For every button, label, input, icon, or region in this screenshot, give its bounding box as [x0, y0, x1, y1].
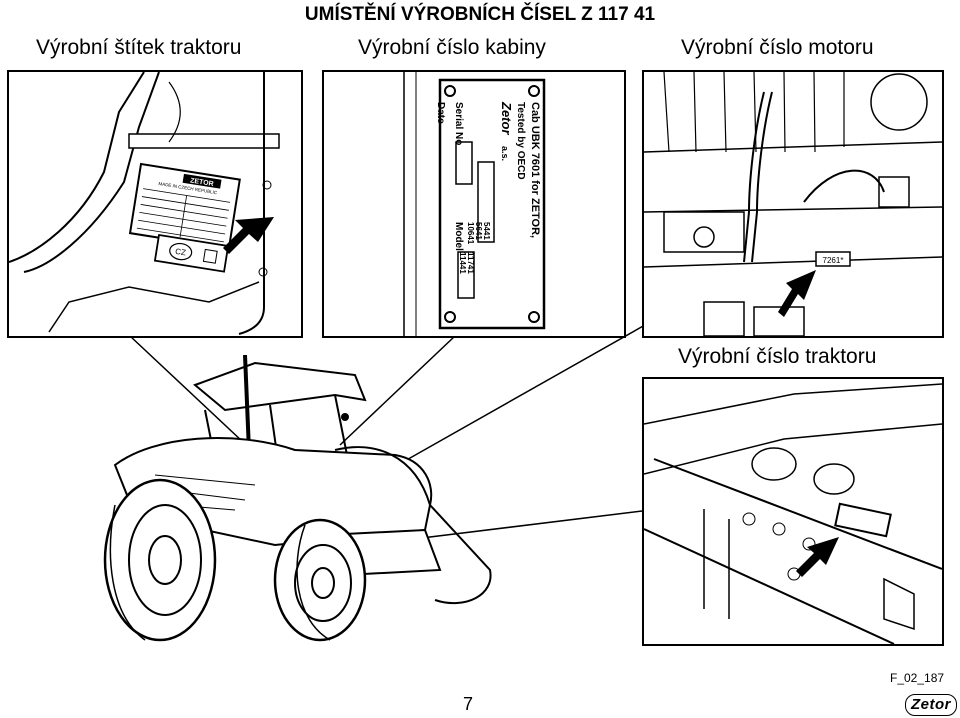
frame-drawing [644, 383, 942, 644]
leader-line-cab [339, 335, 456, 446]
caption-cab-number: Výrobní číslo kabiny [358, 36, 546, 59]
page-title: UMÍSTĚNÍ VÝROBNÍCH ČÍSEL Z 117 41 [304, 4, 656, 25]
engine-drawing: 7261* [644, 72, 942, 336]
engine-stamp: 7261* [823, 256, 844, 265]
caption-engine-number: Výrobní číslo motoru [681, 36, 874, 59]
cab-plate-suffix: a.s. [500, 146, 510, 161]
tractor-plate: ZETOR MADE IN CZECH REPUBLIC [128, 162, 241, 250]
figure-code: F_02_187 [890, 671, 945, 685]
certification-plate: CZ [153, 233, 230, 273]
model-number-1: 5441 [482, 222, 491, 240]
panel-tractor-plate: ZETOR MADE IN CZECH REPUBLIC CZ [7, 70, 303, 338]
panel-cab-number: Cab UBK 7601 for ZETOR, Tested by OECD Z… [322, 70, 626, 338]
cert-label: CZ [175, 247, 187, 258]
pointer-arrow-engine [778, 270, 816, 317]
model-number-3: 10641 [466, 222, 475, 245]
pointer-arrow-plate [223, 217, 274, 254]
tractor-number-box [834, 502, 892, 538]
panel-tractor-number [642, 377, 944, 646]
caption-tractor-plate: Výrobní štítek traktoru [36, 36, 242, 59]
pointer-arrow-tractor-number [796, 537, 839, 577]
tractor-illustration [103, 355, 492, 642]
cab-plate-line1: Cab UBK 7601 for ZETOR, [529, 102, 541, 238]
rivet-icon [444, 85, 456, 97]
rivet-icon [528, 311, 540, 323]
model-number-5: 11741 [466, 252, 475, 274]
engine-stamp-box [815, 251, 851, 267]
model-label: Model [453, 222, 464, 251]
cab-plate-brand: Zetor [499, 101, 514, 135]
cab-drawing: Cab UBK 7601 for ZETOR, Tested by OECD Z… [403, 72, 546, 336]
zetor-logo-text: Zetor [911, 696, 951, 713]
zetor-logo: Zetor [905, 694, 957, 716]
caption-tractor-number: Výrobní číslo traktoru [678, 345, 877, 368]
date-field [455, 141, 473, 185]
plate-drawing: ZETOR MADE IN CZECH REPUBLIC CZ [9, 72, 280, 335]
serial-no-label: Serial No [453, 102, 464, 145]
rivet-icon [444, 311, 456, 323]
model-field [457, 251, 475, 299]
cab-plate-line2: Tested by OECD [515, 102, 526, 180]
model-number-4: 11441 [458, 252, 467, 274]
page-number: 7 [463, 694, 474, 714]
rivet-icon [528, 85, 540, 97]
tractor-plate-brand: ZETOR [190, 177, 214, 188]
panel-engine-number: 7261* [642, 70, 944, 338]
date-label: Date [435, 102, 446, 124]
serial-field [477, 161, 495, 243]
leader-line-engine [379, 324, 646, 476]
